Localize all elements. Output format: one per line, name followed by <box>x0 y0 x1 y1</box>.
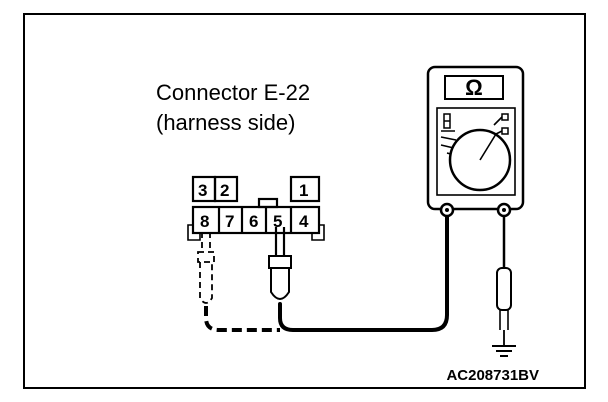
connector-e22: 3 2 1 8 7 6 5 4 <box>187 175 325 241</box>
figure-code: AC208731BV <box>446 367 539 384</box>
pin-6-label: 6 <box>249 212 258 231</box>
test-lead-solid <box>278 208 449 332</box>
ground-lead <box>496 216 512 345</box>
ohm-symbol: Ω <box>465 75 483 100</box>
pin-5-label: 5 <box>273 212 282 231</box>
pin-4-label: 4 <box>299 212 309 231</box>
pin-7-label: 7 <box>225 212 234 231</box>
pin-2-label: 2 <box>220 181 229 200</box>
ground-icon <box>492 345 516 357</box>
pin-3-label: 3 <box>198 181 207 200</box>
probe-pin-8-dashed <box>197 232 215 304</box>
meter-display <box>444 75 504 100</box>
probe-pin-5 <box>268 227 292 300</box>
pin-8-label: 8 <box>200 212 209 231</box>
ohmmeter: Ω <box>426 65 525 218</box>
test-lead-dashed <box>204 306 280 332</box>
connector-name-label: Connector E-22 <box>156 80 310 105</box>
pin-1-label: 1 <box>299 181 308 200</box>
connector-side-label: (harness side) <box>156 110 295 135</box>
